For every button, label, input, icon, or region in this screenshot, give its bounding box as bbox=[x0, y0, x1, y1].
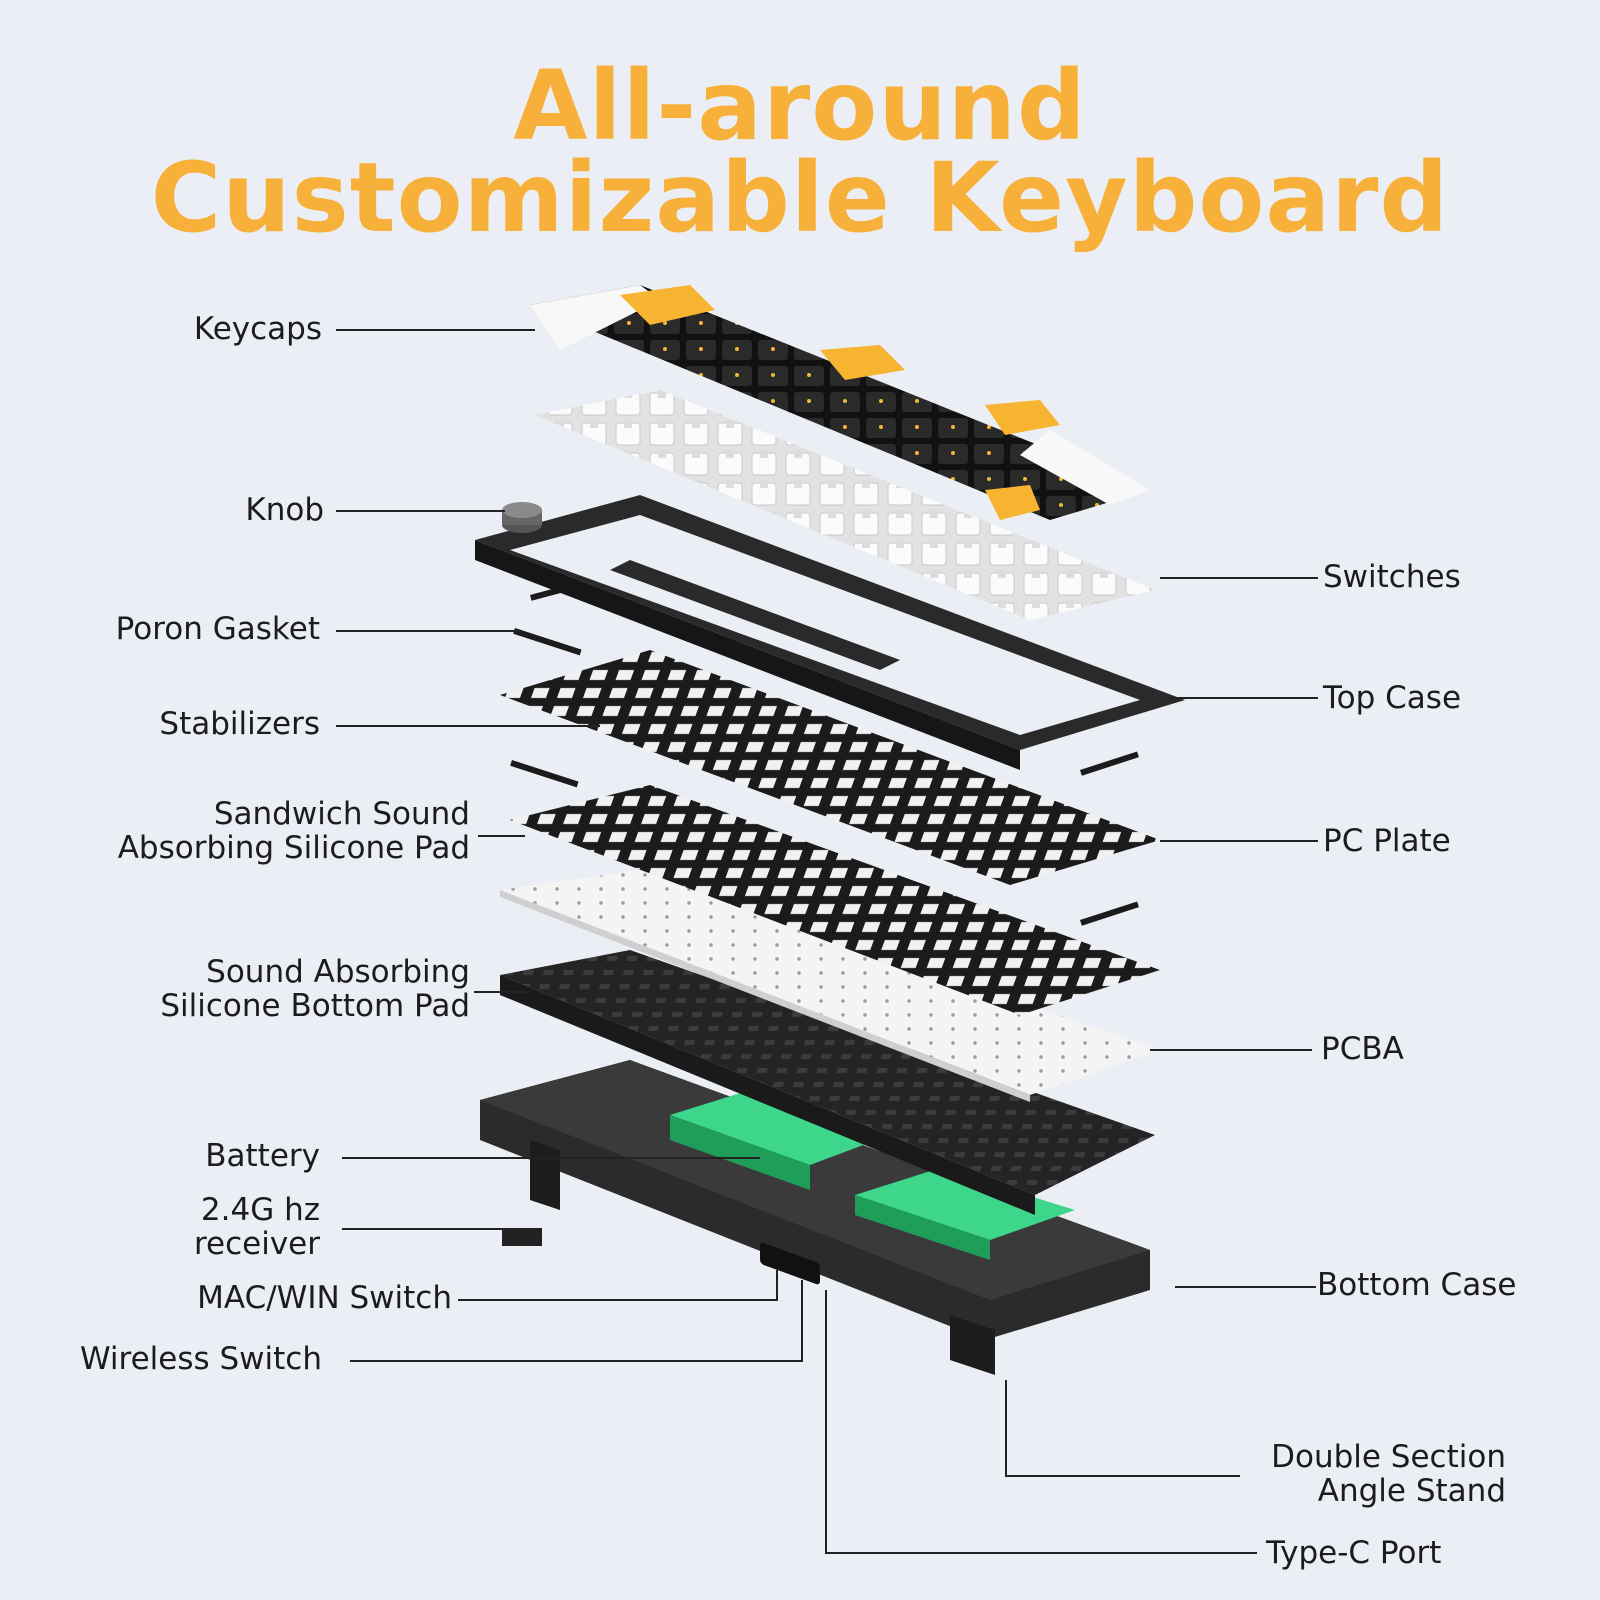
switches-layer bbox=[535, 390, 1155, 620]
bottom-foam-pad bbox=[500, 950, 1155, 1195]
label-keycaps: Keycaps bbox=[193, 311, 322, 347]
label-mac-win-switch: MAC/WIN Switch bbox=[197, 1280, 452, 1316]
label-switches: Switches bbox=[1323, 559, 1461, 595]
label-sandwich-pad-line-2: Absorbing Silicone Pad bbox=[117, 830, 470, 866]
title-line-2: Customizable Keyboard bbox=[150, 142, 1450, 254]
angle-stand-foot bbox=[950, 1315, 995, 1375]
label-pcba: PCBA bbox=[1321, 1031, 1404, 1067]
label-battery: Battery bbox=[205, 1138, 320, 1174]
pc-plate bbox=[500, 650, 1160, 885]
label-knob: Knob bbox=[245, 492, 324, 528]
leader-lines bbox=[336, 329, 1318, 1554]
label-receiver: 2.4G hz receiver bbox=[40, 1193, 320, 1261]
label-stabilizers: Stabilizers bbox=[159, 706, 320, 742]
receiver-dongle bbox=[502, 1228, 542, 1246]
label-bottom-pad: Sound Absorbing Silicone Bottom Pad bbox=[40, 955, 470, 1023]
sandwich-pad bbox=[510, 785, 1160, 1015]
switch-ports bbox=[760, 1242, 820, 1285]
label-wireless-switch: Wireless Switch bbox=[79, 1341, 322, 1377]
pcba-board bbox=[500, 870, 1160, 1095]
label-top-case: Top Case bbox=[1323, 680, 1462, 716]
label-bottom-pad-line-2: Silicone Bottom Pad bbox=[160, 988, 470, 1024]
label-poron-gasket: Poron Gasket bbox=[115, 611, 320, 647]
label-bottom-pad-line-1: Sound Absorbing bbox=[206, 954, 470, 990]
knob bbox=[502, 502, 542, 533]
label-receiver-line-1: 2.4G hz bbox=[200, 1192, 320, 1228]
label-angle-stand-line-1: Double Section bbox=[1271, 1439, 1506, 1475]
label-receiver-line-2: receiver bbox=[193, 1226, 320, 1262]
top-case bbox=[475, 495, 1185, 770]
label-angle-stand-line-2: Angle Stand bbox=[1317, 1473, 1506, 1509]
battery bbox=[670, 1090, 1075, 1260]
label-sandwich-pad-line-1: Sandwich Sound bbox=[213, 796, 470, 832]
title-line-1: All-around bbox=[513, 50, 1087, 162]
keycaps-layer bbox=[530, 285, 1150, 520]
label-bottom-case: Bottom Case bbox=[1317, 1267, 1517, 1303]
label-pc-plate: PC Plate bbox=[1323, 823, 1451, 859]
label-type-c-port: Type-C Port bbox=[1266, 1535, 1442, 1571]
label-angle-stand: Double Section Angle Stand bbox=[1200, 1440, 1506, 1508]
label-sandwich-pad: Sandwich Sound Absorbing Silicone Pad bbox=[40, 797, 470, 865]
